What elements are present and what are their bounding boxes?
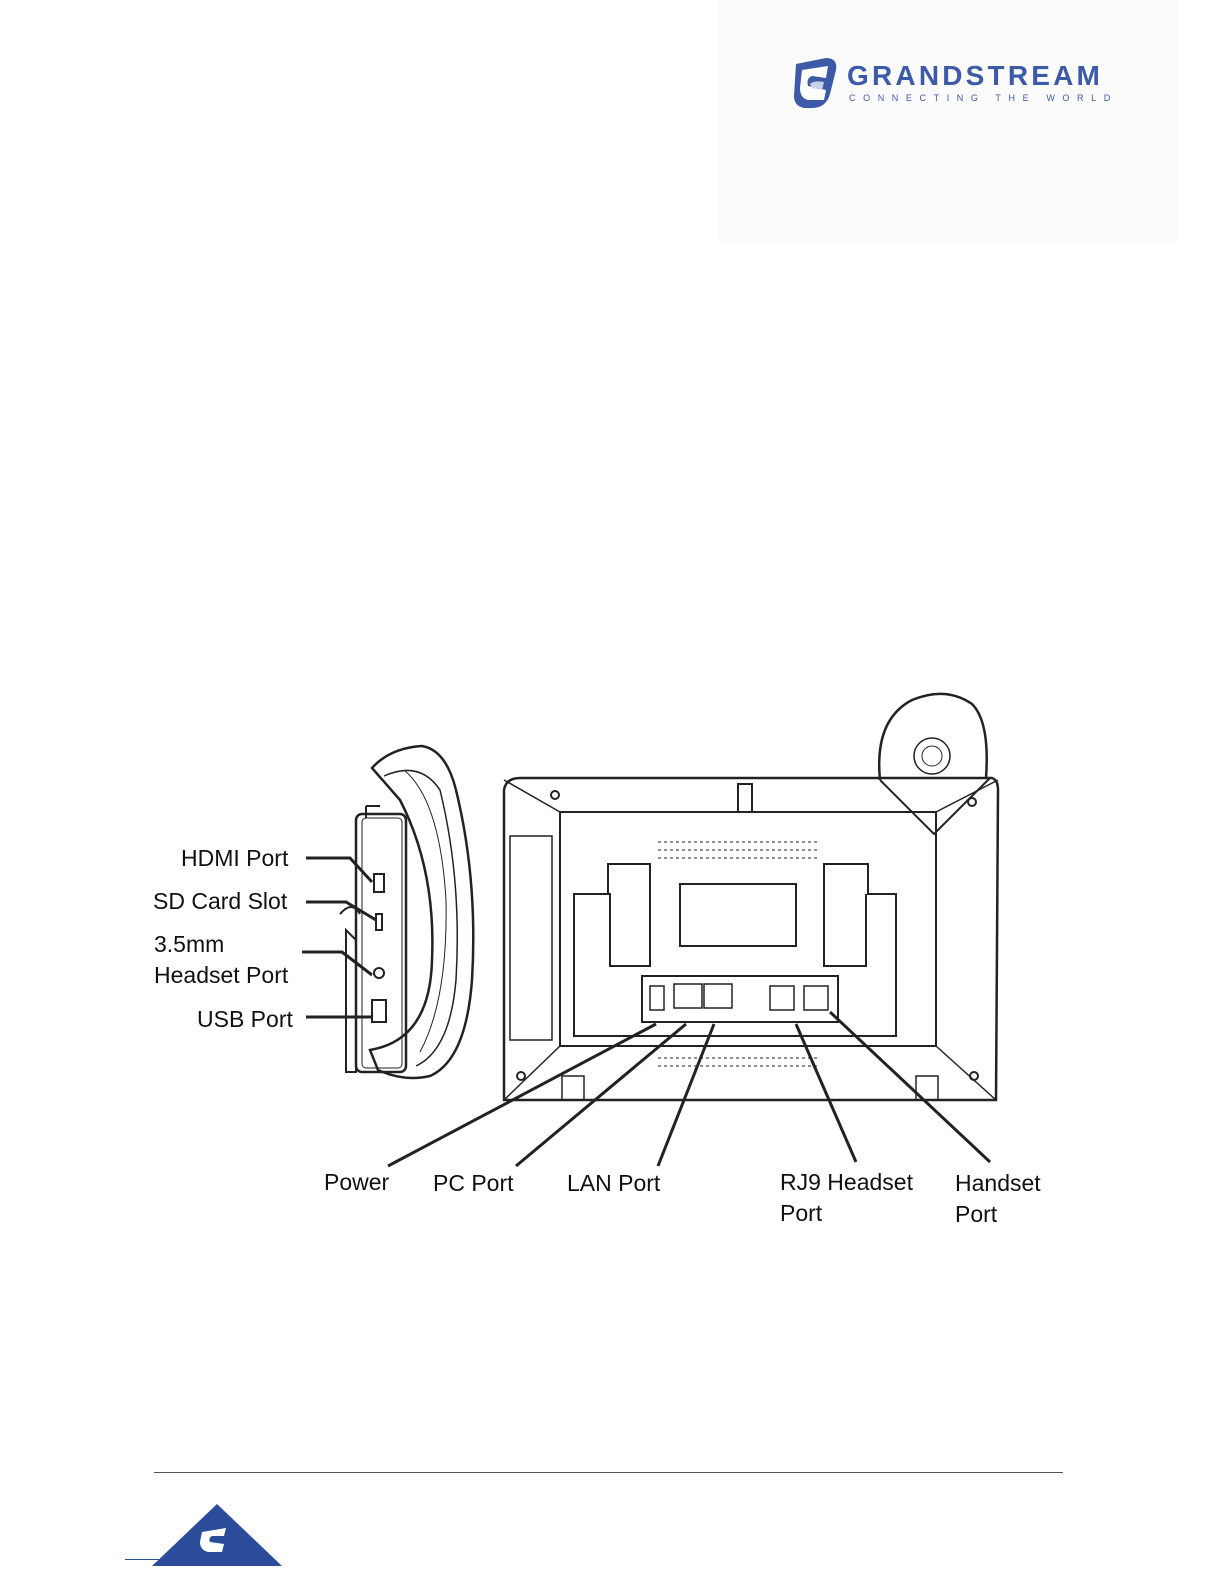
footer-divider (154, 1472, 1063, 1473)
side-leader-lines (302, 858, 376, 1017)
rj9-headset-label-line2: Port (780, 1198, 822, 1228)
hdmi-port-label: HDMI Port (181, 843, 288, 873)
handset-port-label-line2: Port (955, 1199, 997, 1229)
handset-port-label-line1: Handset (955, 1168, 1041, 1198)
lan-port-label: LAN Port (567, 1168, 660, 1198)
power-label: Power (324, 1167, 389, 1197)
footer-link-underline (125, 1559, 266, 1560)
headset-35mm-label-line2: Headset Port (154, 960, 288, 990)
pc-port-label: PC Port (433, 1168, 514, 1198)
headset-35mm-label-line1: 3.5mm (154, 929, 224, 959)
rj9-headset-label-line1: RJ9 Headset (780, 1167, 913, 1197)
usb-port-label: USB Port (197, 1004, 293, 1034)
sd-card-slot-label: SD Card Slot (153, 886, 287, 916)
phone-rear-view (504, 694, 998, 1100)
